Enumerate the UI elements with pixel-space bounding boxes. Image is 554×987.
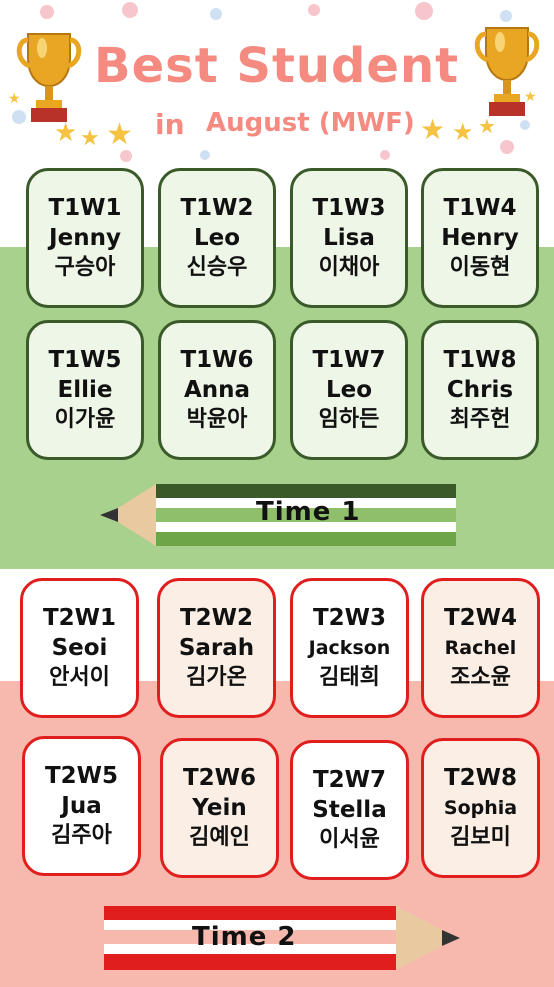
student-card: T2W5 Jua 김주아 [22, 736, 141, 876]
korean-name: 임하든 [318, 407, 380, 432]
page-title: Best Student [94, 38, 460, 94]
class-code: T2W7 [312, 767, 387, 793]
class-code: T1W1 [48, 195, 122, 221]
student-card: T1W8 Chris 최주헌 [421, 320, 539, 460]
korean-name: 구승아 [54, 255, 116, 280]
english-name: Lisa [323, 225, 375, 251]
english-name: Sophia [443, 797, 518, 819]
class-code: T2W8 [443, 765, 518, 791]
class-code: T2W6 [182, 765, 257, 791]
korean-name: 이동현 [449, 255, 511, 280]
korean-name: 김태희 [319, 665, 380, 690]
english-name: Henry [441, 225, 519, 251]
english-name: Rachel [444, 637, 517, 659]
english-name: Jenny [49, 225, 121, 251]
english-name: Jackson [308, 637, 391, 659]
student-card: T1W5 Ellie 이가윤 [26, 320, 144, 460]
time1-label: Time 1 [256, 497, 361, 527]
student-card: T2W3 Jackson 김태희 [290, 578, 409, 718]
english-name: Chris [446, 377, 514, 403]
korean-name: 김예인 [189, 825, 250, 850]
student-card: T1W3 Lisa 이채아 [290, 168, 408, 308]
korean-name: 박윤아 [186, 407, 248, 432]
class-code: T1W6 [180, 347, 254, 373]
class-code: T1W8 [443, 347, 517, 373]
english-name: Sarah [178, 635, 255, 661]
student-card: T2W4 Rachel 조소윤 [421, 578, 540, 718]
english-name: Leo [325, 377, 373, 403]
student-card: T2W8 Sophia 김보미 [421, 738, 540, 878]
class-code: T2W1 [42, 605, 117, 631]
class-code: T1W7 [312, 347, 386, 373]
class-code: T2W2 [179, 605, 254, 631]
pencil-time1-icon [100, 484, 456, 546]
class-code: T2W4 [443, 605, 518, 631]
class-code: T1W3 [312, 195, 386, 221]
student-card: T1W2 Leo 신승우 [158, 168, 276, 308]
korean-name: 이가윤 [54, 407, 116, 432]
korean-name: 신승우 [186, 255, 248, 280]
english-name: Ellie [57, 377, 113, 403]
time2-label: Time 2 [192, 922, 297, 952]
korean-name: 김가온 [186, 665, 247, 690]
student-card: T1W7 Leo 임하든 [290, 320, 408, 460]
class-code: T1W5 [48, 347, 122, 373]
title-in: in [155, 108, 185, 141]
student-card: T2W1 Seoi 안서이 [20, 578, 139, 718]
student-card: T1W6 Anna 박윤아 [158, 320, 276, 460]
korean-name: 이서윤 [319, 827, 380, 852]
english-name: Anna [183, 377, 251, 403]
korean-name: 이채아 [318, 255, 380, 280]
student-card: T2W6 Yein 김예인 [160, 738, 279, 878]
class-code: T1W4 [443, 195, 517, 221]
korean-name: 안서이 [49, 665, 110, 690]
korean-name: 김주아 [51, 823, 112, 848]
korean-name: 최주헌 [449, 407, 511, 432]
english-name: Yein [192, 795, 247, 821]
english-name: Jua [61, 793, 102, 819]
english-name: Stella [312, 797, 387, 823]
trophy-right-icon [474, 27, 540, 116]
title-month: August (MWF) [206, 108, 415, 138]
class-code: T1W2 [180, 195, 254, 221]
student-card: T2W7 Stella 이서윤 [290, 740, 409, 880]
pencil-time2-icon [104, 906, 460, 970]
trophy-left-icon [16, 33, 82, 122]
english-name: Seoi [51, 635, 108, 661]
student-card: T2W2 Sarah 김가온 [157, 578, 276, 718]
class-code: T2W5 [44, 763, 119, 789]
student-card: T1W1 Jenny 구승아 [26, 168, 144, 308]
korean-name: 김보미 [450, 825, 511, 850]
korean-name: 조소윤 [450, 665, 511, 690]
class-code: T2W3 [312, 605, 387, 631]
student-card: T1W4 Henry 이동현 [421, 168, 539, 308]
english-name: Leo [193, 225, 241, 251]
